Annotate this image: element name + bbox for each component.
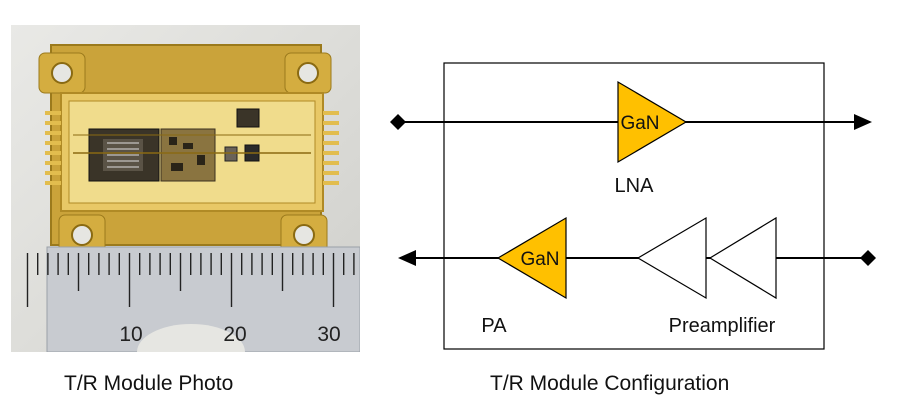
ruler-label-30: 30 [317,323,340,346]
preamplifier-stage-1-symbol [636,216,707,300]
pa-amplifier-symbol [496,216,567,300]
ruler-label-10: 10 [119,323,142,346]
pa-label: PA [481,315,507,337]
pa-chip-label: GaN [520,249,559,270]
configuration-caption: T/R Module Configuration [490,372,730,395]
lna-amplifier-symbol [617,80,688,164]
preamplifier-label: Preamplifier [669,315,776,337]
lna-chip-label: GaN [620,113,659,134]
module-housing [38,44,339,256]
lna-label: LNA [615,175,655,197]
photo-caption: T/R Module Photo [64,372,234,395]
module-photo-drawing: 10 20 30 [26,44,360,352]
ruler: 10 20 30 [26,246,360,352]
module-photo: 10 20 30 [11,25,360,352]
preamplifier-stage-2-symbol [708,216,777,300]
ruler-label-20: 20 [223,323,246,346]
